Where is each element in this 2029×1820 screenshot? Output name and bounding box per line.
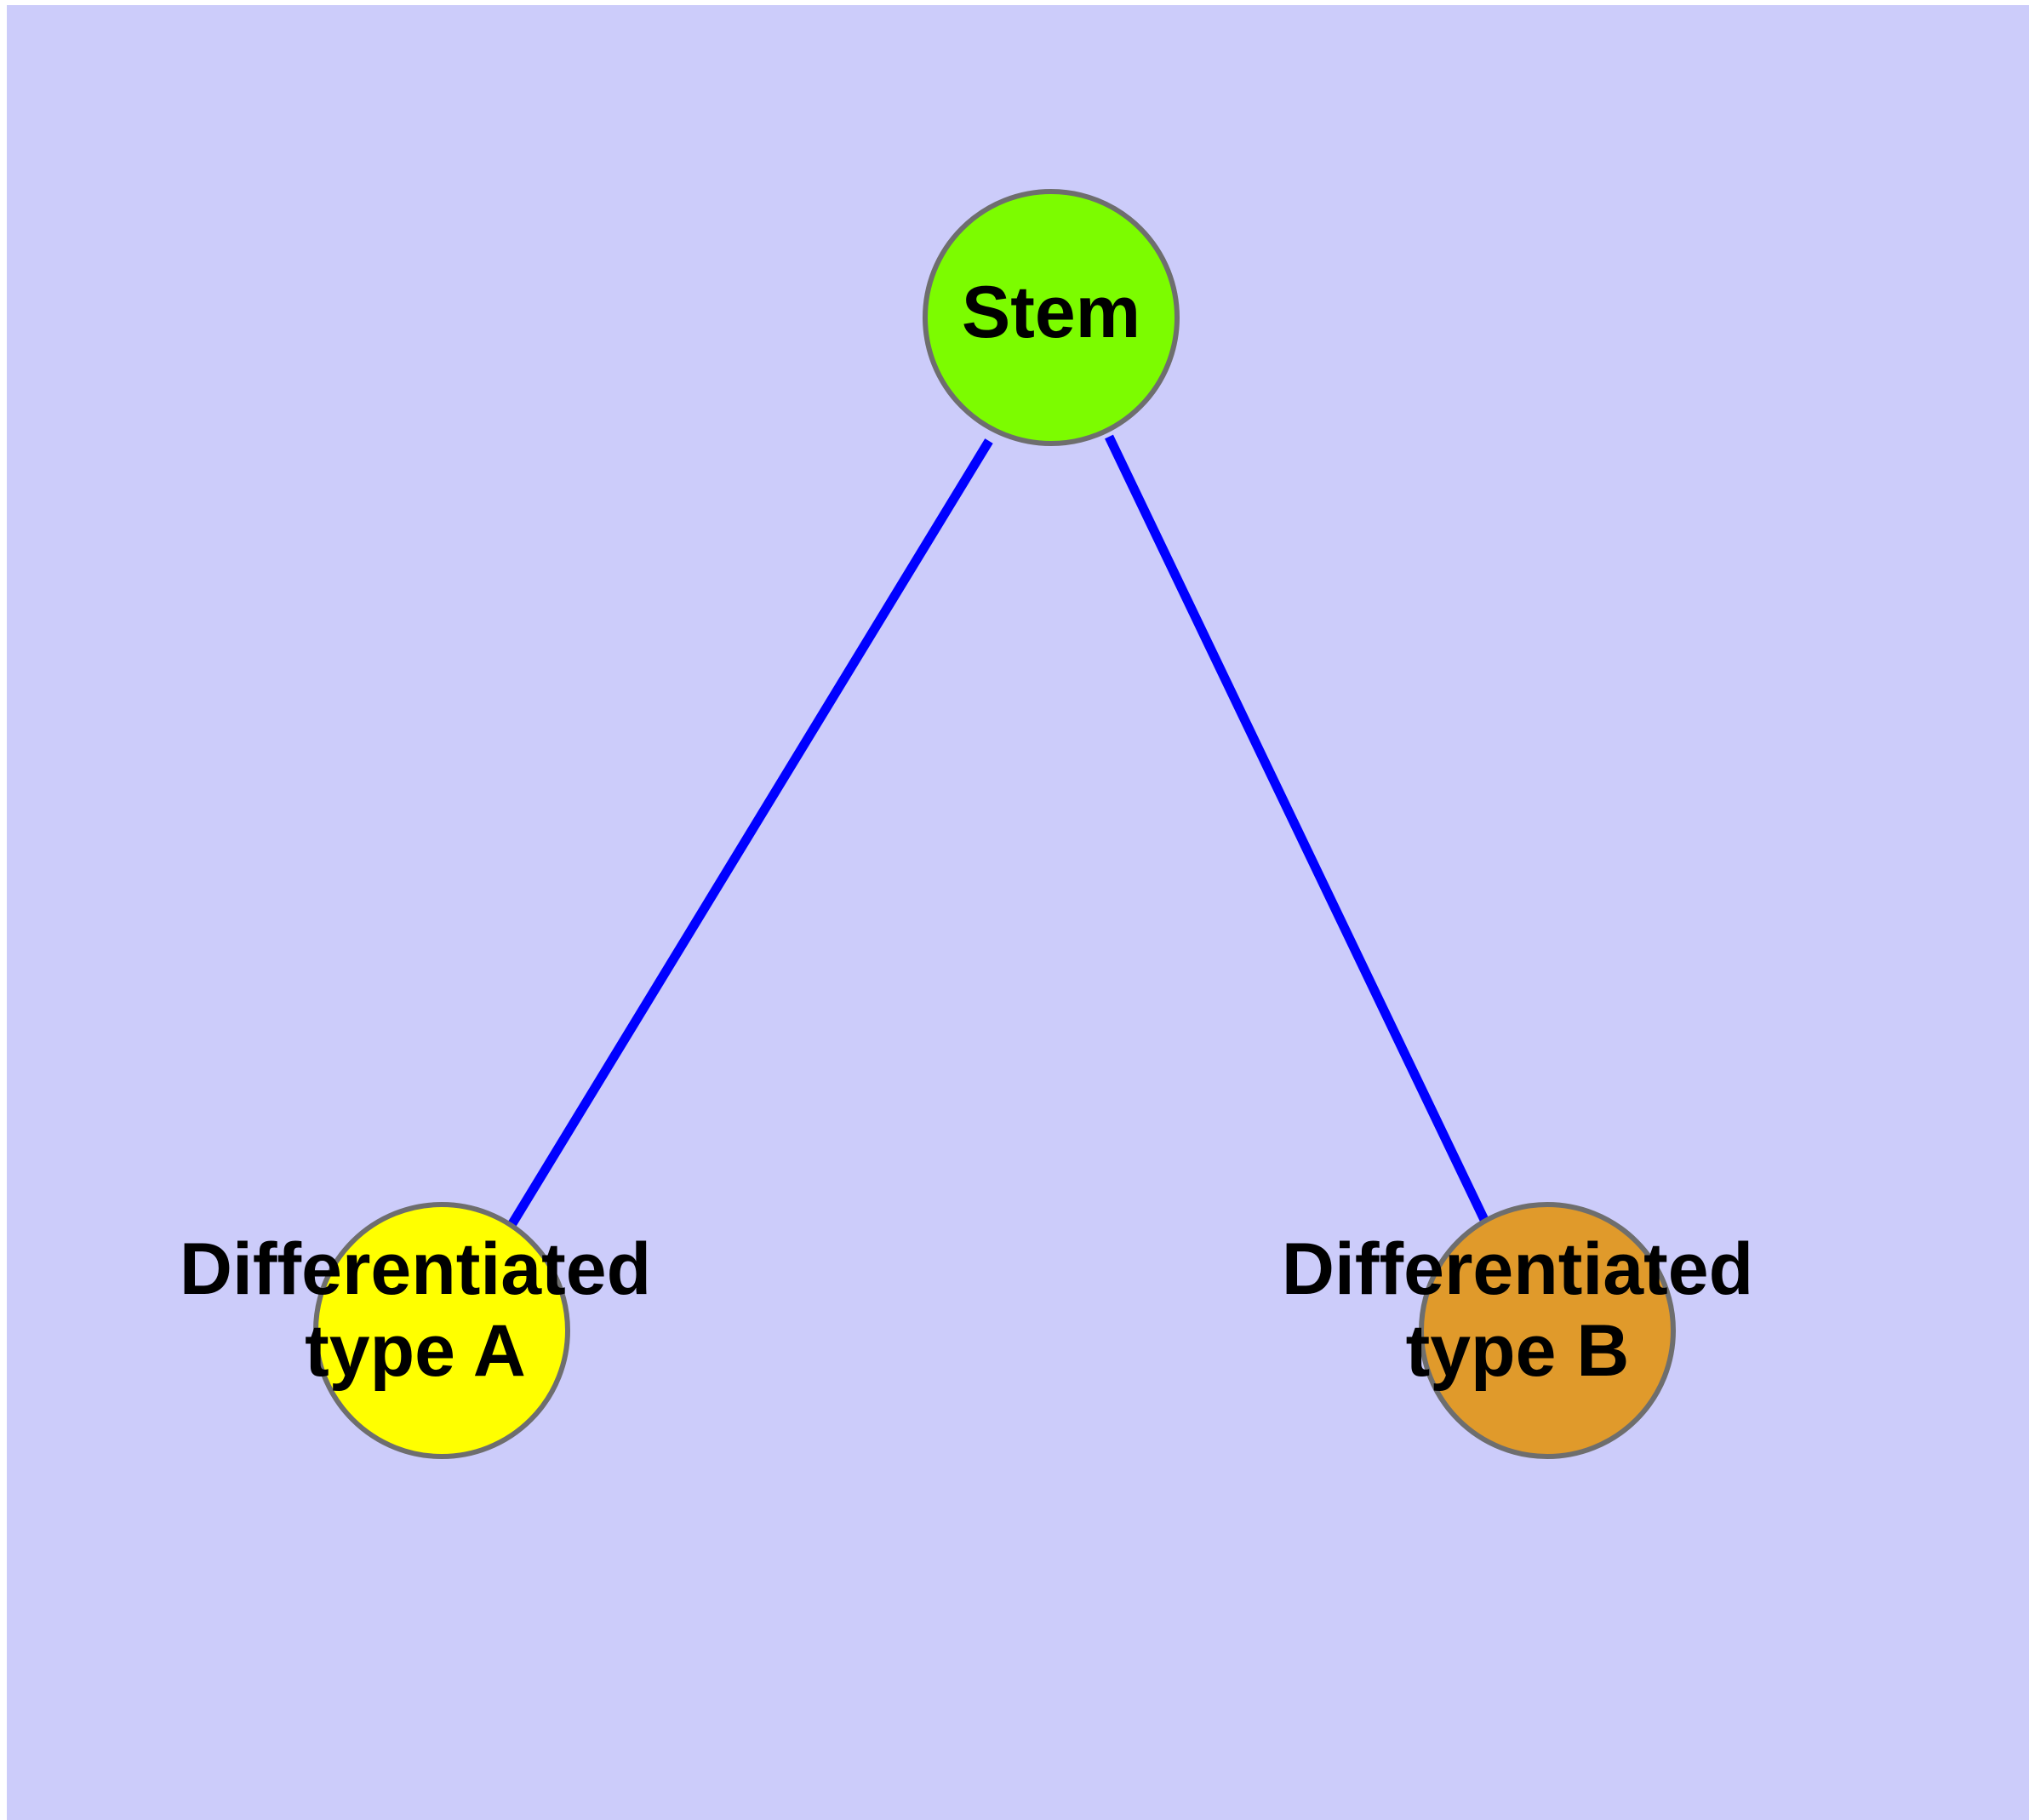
edges-group [507, 434, 1489, 1228]
node-label-line: Differentiated [1282, 1228, 1753, 1310]
node-label-line: Differentiated [180, 1228, 651, 1310]
node-label-line: type B [1406, 1310, 1630, 1392]
edge-stem-to-b [1105, 434, 1489, 1224]
node-diff_b[interactable] [1419, 1202, 1676, 1459]
node-stem[interactable] [923, 189, 1180, 446]
node-diff_a[interactable] [313, 1202, 570, 1459]
node-label-line: type A [305, 1310, 526, 1392]
node-label-line: Stem [962, 272, 1140, 353]
nodes-group [313, 189, 1676, 1459]
node-label-stem: Stem [962, 272, 1140, 353]
edge-stem-to-a [507, 438, 993, 1228]
